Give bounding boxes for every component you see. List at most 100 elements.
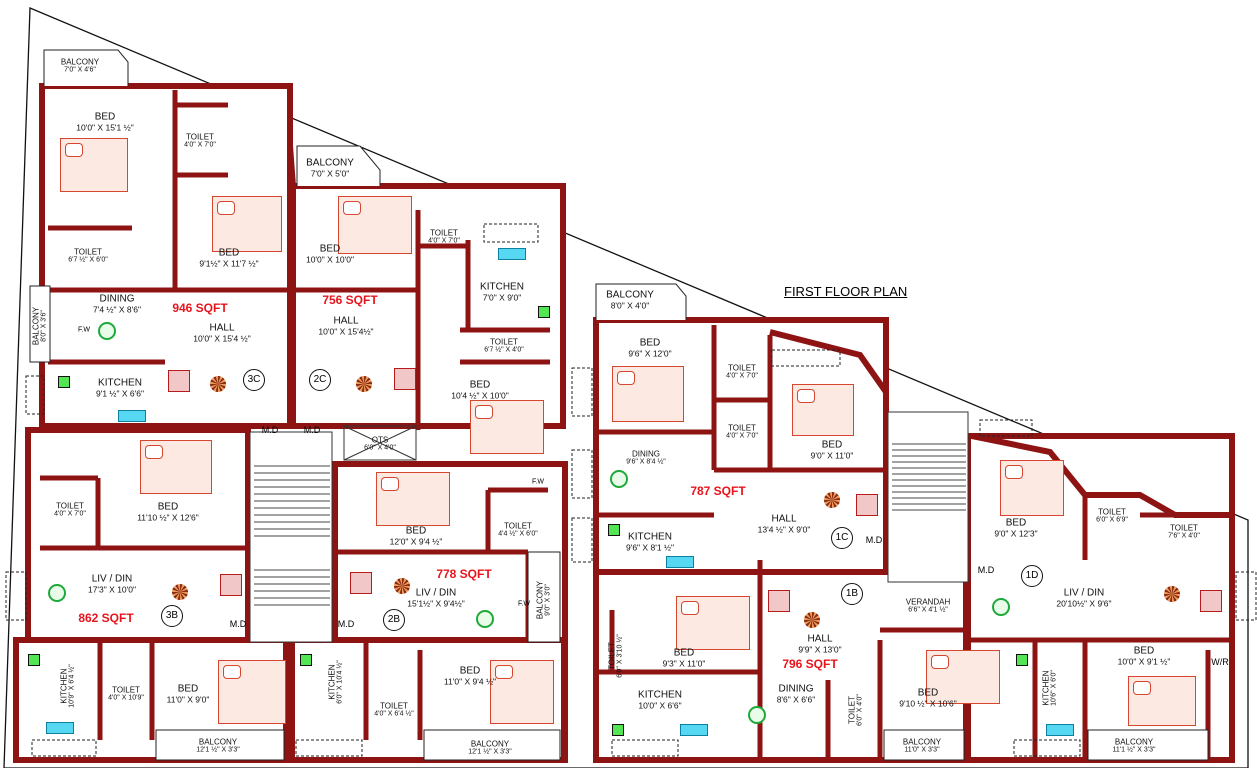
window-mark [571, 449, 593, 499]
bed-furniture [60, 138, 128, 192]
bed-furniture [676, 596, 750, 650]
window-mark [1013, 739, 1081, 757]
balcony-outline [1087, 729, 1209, 761]
stove-icon [608, 524, 620, 536]
wardrobe-label: W/R [1211, 657, 1229, 667]
balcony-outline [883, 729, 965, 761]
bed-furniture [212, 196, 282, 252]
window-mark [611, 739, 679, 757]
rug-icon [210, 376, 226, 392]
unit-tag: 2B [383, 609, 405, 631]
rug-icon [356, 376, 372, 392]
unit-tag: 2C [309, 369, 331, 391]
balcony-outline [43, 49, 129, 86]
rug-icon [804, 612, 820, 628]
wall-angled [287, 145, 296, 187]
window-mark [25, 375, 45, 415]
wall-angled [769, 329, 889, 470]
window-mark [571, 367, 593, 417]
window-mark [295, 739, 363, 757]
stove-icon [58, 376, 70, 388]
window-mark [483, 223, 539, 243]
area-label: 862 SQFT [78, 611, 134, 625]
area-label: 787 SQFT [690, 484, 746, 498]
window-mark [571, 517, 593, 563]
unit-tag: 1D [1021, 565, 1043, 587]
area-label: 946 SQFT [172, 301, 228, 315]
bed-furniture [490, 660, 554, 724]
stove-icon [300, 654, 312, 666]
unit-tag: 3B [161, 605, 183, 627]
sofa-icon [220, 574, 242, 596]
sofa-icon [1200, 590, 1222, 612]
balcony-outline [423, 729, 561, 761]
dining-table-icon [610, 470, 628, 488]
sofa-icon [350, 572, 372, 594]
stove-icon [1016, 654, 1028, 666]
rug-icon [824, 492, 840, 508]
sink-icon [666, 556, 694, 568]
sink-icon [498, 248, 526, 260]
bed-furniture [338, 196, 412, 254]
balcony-outline [29, 285, 51, 363]
dining-table-icon [48, 584, 66, 602]
fw-label: F.W [517, 600, 531, 608]
bed-furniture [612, 366, 684, 422]
wall-angled [971, 433, 1232, 518]
staircase [249, 411, 969, 643]
window-mark [979, 419, 1033, 437]
main-door-label: M.D [337, 619, 355, 629]
sink-icon [680, 724, 708, 736]
area-label: 778 SQFT [436, 567, 492, 581]
fw-label: F.W [531, 478, 545, 486]
sink-icon [46, 722, 74, 734]
rug-icon [172, 584, 188, 600]
ots-cross [343, 425, 417, 461]
window-mark [771, 349, 841, 367]
dining-table-icon [992, 598, 1010, 616]
dining-table-icon [476, 610, 494, 628]
ots-void [343, 425, 417, 461]
balcony-outline [595, 283, 687, 320]
fw-label: F.W [77, 326, 91, 334]
unit-tag: 1B [841, 583, 863, 605]
sink-icon [1046, 724, 1074, 736]
staircase-right [887, 411, 969, 583]
bed-furniture [926, 650, 1000, 704]
sofa-icon [856, 494, 878, 516]
bed-furniture [470, 400, 544, 454]
